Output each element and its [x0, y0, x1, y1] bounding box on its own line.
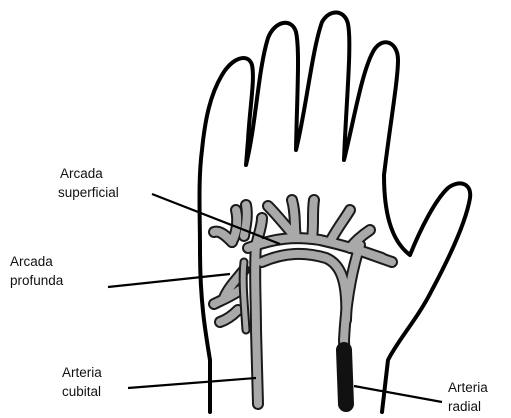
label-arcada-superficial: Arcada superficial — [58, 166, 119, 200]
label-arteria-radial-line1: Arteria — [448, 380, 488, 395]
arterial-network — [214, 200, 392, 404]
leader-arteria-radial — [354, 386, 442, 402]
label-arcada-profunda-line2: profunda — [10, 273, 64, 288]
label-arcada-profunda: Arcada profunda — [10, 254, 64, 288]
label-arcada-superficial-line2: superficial — [58, 185, 119, 200]
label-arteria-cubital-line1: Arteria — [62, 365, 102, 380]
label-arteria-cubital-line2: cubital — [62, 384, 101, 399]
radial-artery-dark-segment — [344, 350, 346, 404]
label-arteria-radial: Arteria radial — [448, 380, 488, 414]
label-arcada-superficial-line1: Arcada — [60, 166, 103, 181]
label-arteria-radial-line2: radial — [448, 399, 481, 414]
label-arteria-cubital: Arteria cubital — [62, 365, 102, 399]
leader-arcada-profunda — [108, 274, 230, 287]
leader-arteria-cubital — [128, 378, 256, 388]
label-arcada-profunda-line1: Arcada — [10, 254, 53, 269]
